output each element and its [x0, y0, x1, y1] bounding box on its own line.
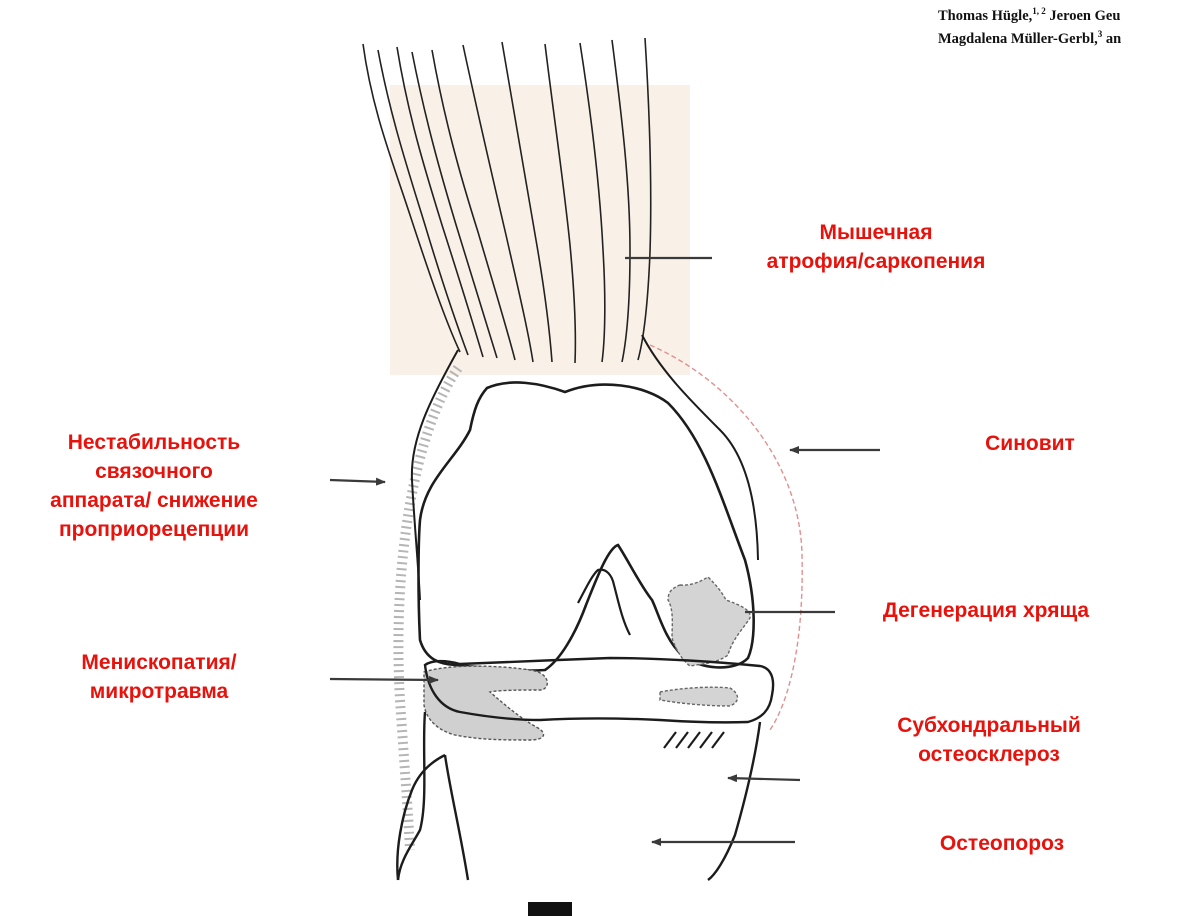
meniscus-lateral [660, 687, 738, 706]
authors-line-1: Thomas Hügle, [938, 8, 1032, 24]
authors-line-1-sup: 1, 2 [1032, 6, 1046, 16]
label-cartilage-text: Дегенерация хряща [836, 596, 1136, 625]
label-osteoporosis: Остеопороз [902, 829, 1102, 858]
label-meniscus-line-1: Менископатия/ [34, 648, 284, 677]
meniscus-arrow [330, 679, 438, 680]
authors-line-1-tail: Jeroen Geu [1046, 8, 1121, 24]
label-ligament-instability: Нестабильность связочного аппарата/ сниж… [4, 428, 304, 544]
ligament-arrow [330, 480, 385, 482]
label-muscle-atrophy: Мышечная атрофия/саркопения [718, 218, 1034, 276]
bottom-marker [528, 902, 572, 916]
author-header: Thomas Hügle,1, 2 Jeroen Geu Magdalena M… [938, 2, 1201, 48]
label-ligament-line-2: связочного [4, 457, 304, 486]
label-ligament-line-1: Нестабильность [4, 428, 304, 457]
label-muscle-line-1: Мышечная [718, 218, 1034, 247]
label-cartilage-degeneration: Дегенерация хряща [836, 596, 1136, 625]
label-meniscopathy: Менископатия/ микротравма [34, 648, 284, 706]
synovium-outline [650, 345, 802, 730]
label-sclerosis-line-1: Субхондральный [878, 711, 1100, 740]
label-ligament-line-4: проприорецепции [4, 515, 304, 544]
cartilage-lesion [668, 577, 750, 666]
authors-line-2-tail: an [1102, 31, 1121, 47]
sclerosis-arrow [728, 778, 800, 780]
authors-line-2: Magdalena Müller-Gerbl, [938, 31, 1098, 47]
tibia-outline [397, 712, 760, 880]
label-synovitis: Синовит [960, 429, 1100, 458]
label-osteoporosis-text: Остеопороз [902, 829, 1102, 858]
subchondral-sclerosis [664, 732, 724, 748]
label-subchondral-sclerosis: Субхондральный остеосклероз [878, 711, 1100, 769]
label-meniscus-line-2: микротравма [34, 677, 284, 706]
label-muscle-line-2: атрофия/саркопения [718, 247, 1034, 276]
label-ligament-line-3: аппарата/ снижение [4, 486, 304, 515]
muscle-tint [390, 85, 690, 375]
label-sclerosis-line-2: остеосклероз [878, 740, 1100, 769]
label-synovitis-text: Синовит [960, 429, 1100, 458]
